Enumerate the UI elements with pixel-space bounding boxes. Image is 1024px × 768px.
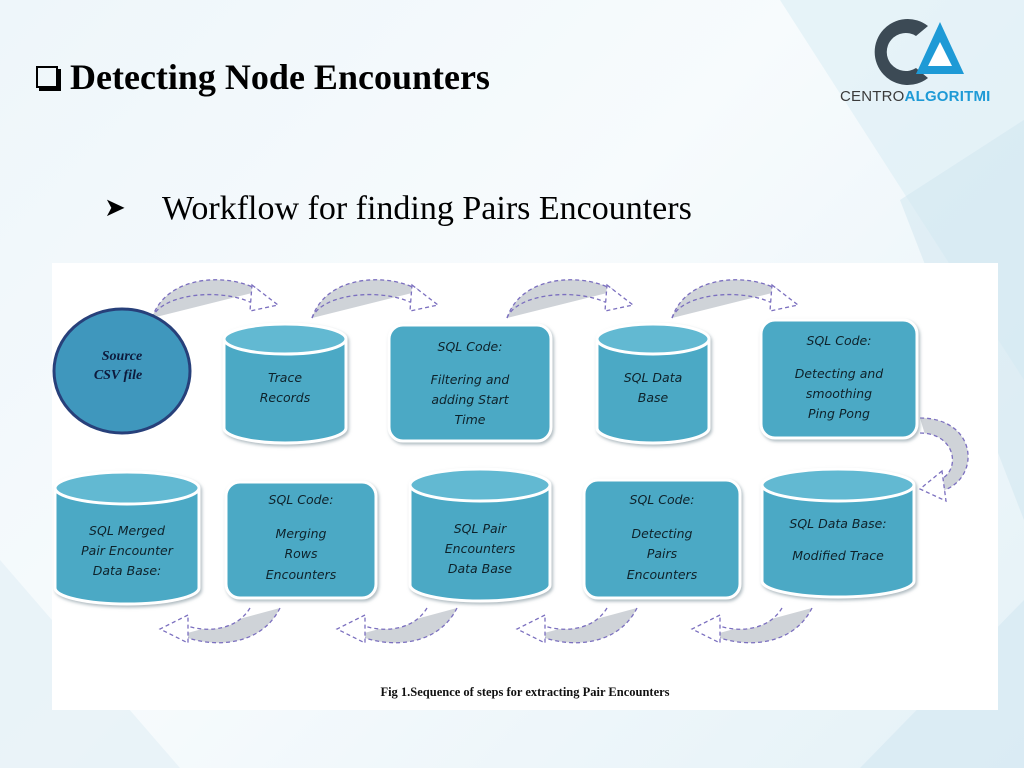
svg-text:SQL Code:: SQL Code: bbox=[630, 492, 695, 507]
node-detecting-pairs-code: SQL Code: Detecting Pairs Encounters bbox=[582, 478, 742, 600]
svg-text:Merging: Merging bbox=[276, 526, 327, 541]
svg-text:Rows: Rows bbox=[284, 546, 318, 561]
arrow-3-icon bbox=[506, 279, 635, 319]
svg-text:Source: Source bbox=[102, 349, 142, 364]
bullet-item: ➤ Workflow for finding Pairs Encounters bbox=[104, 190, 692, 228]
node-sql-database: SQL Data Base bbox=[595, 322, 711, 445]
svg-text:Pairs: Pairs bbox=[647, 546, 678, 561]
centro-algoritmi-logo bbox=[874, 19, 964, 86]
node-filtering-code: SQL Code: Filtering and adding Start Tim… bbox=[387, 323, 553, 443]
svg-text:SQL Data: SQL Data bbox=[624, 370, 683, 385]
node-trace-records: Trace Records bbox=[222, 322, 348, 445]
arrow-2-icon bbox=[311, 279, 440, 319]
arrow-6-icon bbox=[690, 607, 813, 645]
svg-text:Filtering and: Filtering and bbox=[431, 372, 510, 387]
bullet-text: Workflow for finding Pairs Encounters bbox=[162, 190, 692, 227]
arrow-8-icon bbox=[335, 607, 458, 645]
svg-text:Time: Time bbox=[455, 412, 486, 427]
node-merged-database: SQL Merged Pair Encounter Data Base: bbox=[53, 470, 201, 606]
arrow-4-icon bbox=[671, 279, 800, 319]
svg-text:Records: Records bbox=[260, 390, 311, 405]
svg-text:Encounters: Encounters bbox=[266, 567, 337, 582]
svg-text:SQL Data Base:: SQL Data Base: bbox=[789, 516, 886, 531]
node-modified-trace-database: SQL Data Base: Modified Trace bbox=[760, 467, 916, 599]
svg-text:Ping Pong: Ping Pong bbox=[808, 406, 870, 421]
svg-text:Data Base:: Data Base: bbox=[93, 563, 161, 578]
arrow-bullet-icon: ➤ bbox=[104, 193, 126, 222]
checkbox-bullet-icon bbox=[36, 66, 58, 88]
svg-text:SQL Code:: SQL Code: bbox=[807, 333, 872, 348]
svg-text:Modified Trace: Modified Trace bbox=[792, 548, 884, 563]
svg-text:SQL Code:: SQL Code: bbox=[438, 339, 503, 354]
svg-text:Encounters: Encounters bbox=[627, 567, 698, 582]
svg-text:Detecting: Detecting bbox=[631, 526, 692, 541]
svg-text:SQL Pair: SQL Pair bbox=[454, 521, 507, 536]
svg-text:Detecting and: Detecting and bbox=[795, 366, 884, 381]
workflow-figure: Source CSV file Trace Records SQL Code: … bbox=[52, 263, 998, 710]
svg-text:CSV file: CSV file bbox=[94, 368, 142, 383]
arrow-7-icon bbox=[515, 607, 638, 645]
svg-text:Base: Base bbox=[638, 390, 669, 405]
page-title: Detecting Node Encounters bbox=[36, 56, 490, 98]
figure-caption: Fig 1.Sequence of steps for extracting P… bbox=[380, 685, 670, 699]
svg-text:adding Start: adding Start bbox=[431, 392, 509, 407]
svg-text:SQL Merged: SQL Merged bbox=[89, 523, 165, 538]
svg-text:Trace: Trace bbox=[268, 370, 302, 385]
svg-text:SQL Code:: SQL Code: bbox=[269, 492, 334, 507]
node-pair-encounters-database: SQL Pair Encounters Data Base bbox=[408, 467, 552, 603]
svg-text:Data Base: Data Base bbox=[448, 561, 513, 576]
page-title-text: Detecting Node Encounters bbox=[70, 57, 490, 97]
arrow-5-icon bbox=[918, 417, 969, 503]
arrow-9-icon bbox=[158, 607, 281, 645]
logo-wordmark: CENTROALGORITMI bbox=[840, 88, 991, 105]
svg-text:smoothing: smoothing bbox=[806, 386, 872, 401]
workflow-diagram: Source CSV file Trace Records SQL Code: … bbox=[52, 279, 969, 645]
node-merging-code: SQL Code: Merging Rows Encounters bbox=[224, 480, 378, 600]
node-ping-pong-code: SQL Code: Detecting and smoothing Ping P… bbox=[759, 318, 919, 440]
svg-text:Encounters: Encounters bbox=[445, 541, 516, 556]
arrow-1-icon bbox=[151, 279, 280, 319]
svg-text:Pair Encounter: Pair Encounter bbox=[81, 543, 174, 558]
node-source-csv: Source CSV file bbox=[52, 307, 192, 435]
